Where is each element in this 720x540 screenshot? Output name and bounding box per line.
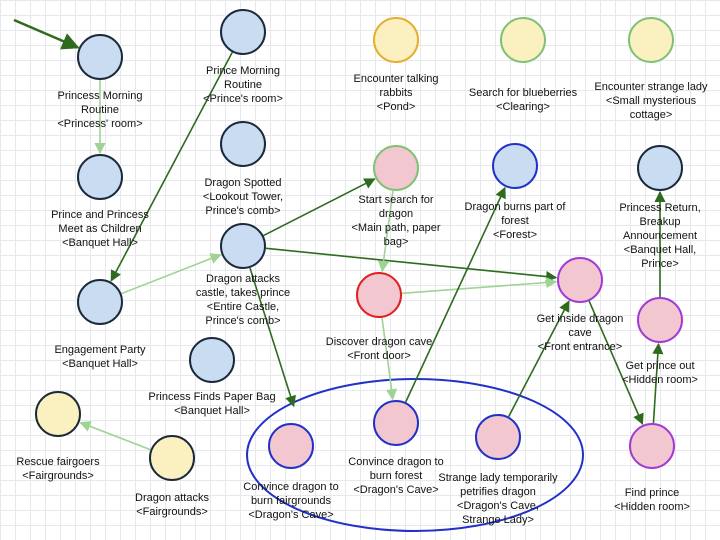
node-prince-princess-meet	[77, 154, 123, 200]
cave-group-ellipse	[246, 378, 584, 532]
node-label-strange-lady: Encounter strange lady <Small mysterious…	[594, 81, 708, 121]
node-petrifies-dragon	[475, 414, 521, 460]
node-talking-rabbits	[373, 17, 419, 63]
edge-discover-cave-to-get-inside-cave	[401, 276, 558, 295]
node-label-start-search: Start search for dragon <Main path, pape…	[351, 194, 441, 248]
node-label-prince-princess-meet: Prince and Princess Meet as Children <Ba…	[51, 209, 149, 249]
node-discover-cave	[356, 272, 402, 318]
node-start-search	[373, 145, 419, 191]
edge-dragon-attacks-fair-to-rescue-fairgoers	[79, 421, 151, 451]
node-label-petrifies-dragon: Strange lady temporarily petrifies drago…	[438, 472, 558, 526]
node-paper-bag	[189, 337, 235, 383]
edge-engagement-party-to-dragon-attacks-castle	[121, 253, 222, 295]
node-blueberries	[500, 17, 546, 63]
node-label-dragon-attacks-castle: Dragon attacks castle, takes prince <Ent…	[195, 273, 291, 327]
node-label-discover-cave: Discover dragon cave <Front door>	[325, 336, 433, 362]
node-label-princess-return: Princess Return, Breakup Announcement <B…	[619, 202, 701, 270]
edge-dragon-attacks-castle-to-cave-group	[249, 267, 296, 408]
node-get-prince-out	[637, 297, 683, 343]
node-label-dragon-attacks-fair: Dragon attacks <Fairgrounds>	[135, 492, 209, 518]
edge-entry-to-princess-morning	[13, 18, 80, 50]
node-engagement-party	[77, 279, 123, 325]
node-label-dragon-burns-forest: Dragon burns part of forest <Forest>	[464, 201, 566, 241]
edge-get-inside-cave-to-find-prince	[588, 300, 644, 426]
edge-dragon-attacks-castle-to-start-search	[263, 178, 376, 237]
node-princess-morning	[77, 34, 123, 80]
edge-burn-forest-to-dragon-burns-forest	[404, 186, 506, 403]
edge-start-search-to-discover-cave	[377, 190, 394, 273]
node-label-get-inside-cave: Get inside dragon cave <Front entrance>	[536, 313, 624, 353]
node-label-engagement-party: Engagement Party <Banquet Hall>	[54, 344, 146, 370]
node-find-prince	[629, 423, 675, 469]
node-dragon-attacks-fair	[149, 435, 195, 481]
node-dragon-attacks-castle	[220, 223, 266, 269]
node-label-prince-morning: Prince Morning Routine <Prince's room>	[203, 65, 283, 105]
node-label-talking-rabbits: Encounter talking rabbits <Pond>	[353, 73, 439, 113]
node-label-dragon-spotted: Dragon Spotted <Lookout Tower, Prince's …	[202, 177, 284, 217]
node-prince-morning	[220, 9, 266, 55]
node-rescue-fairgoers	[35, 391, 81, 437]
node-dragon-spotted	[220, 121, 266, 167]
node-label-blueberries: Search for blueberries <Clearing>	[468, 87, 578, 113]
node-label-get-prince-out: Get prince out <Hidden room>	[622, 360, 698, 386]
node-label-paper-bag: Princess Finds Paper Bag <Banquet Hall>	[148, 391, 276, 417]
node-burn-forest	[373, 400, 419, 446]
node-label-rescue-fairgoers: Rescue fairgoers <Fairgrounds>	[16, 456, 100, 482]
edge-prince-morning-to-engagement-party	[110, 51, 233, 282]
node-label-find-prince: Find prince <Hidden room>	[614, 487, 690, 513]
edge-dragon-attacks-castle-to-get-inside-cave	[265, 247, 558, 283]
node-label-burn-forest: Convince dragon to burn forest <Dragon's…	[348, 456, 444, 496]
edge-discover-cave-to-burn-forest	[381, 317, 398, 401]
edge-find-prince-to-get-prince-out	[652, 342, 664, 424]
node-dragon-burns-forest	[492, 143, 538, 189]
node-label-burn-fairgrounds: Convince dragon to burn fairgrounds <Dra…	[243, 481, 339, 521]
edge-petrifies-dragon-to-get-inside-cave	[507, 300, 570, 417]
node-burn-fairgrounds	[268, 423, 314, 469]
node-strange-lady	[628, 17, 674, 63]
node-get-inside-cave	[557, 257, 603, 303]
node-label-princess-morning: Princess Morning Routine <Princess' room…	[57, 90, 143, 130]
node-princess-return	[637, 145, 683, 191]
